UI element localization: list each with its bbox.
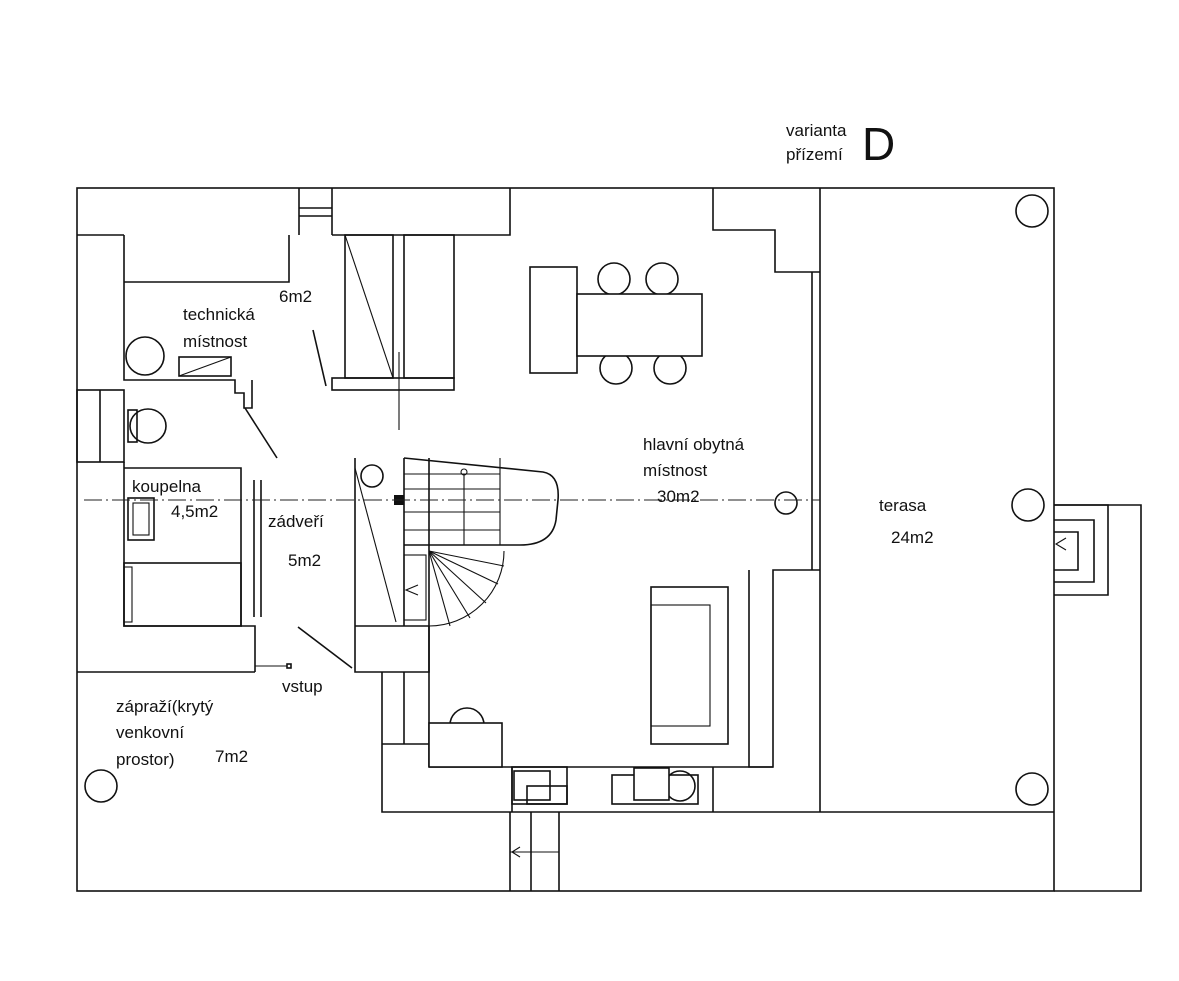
terrace-area: 24m2 — [891, 528, 934, 547]
terrace-details — [84, 194, 1109, 891]
furniture — [123, 262, 798, 805]
porch-name-2: venkovní — [116, 723, 184, 742]
living-name-2: místnost — [643, 461, 708, 480]
entry-label: vstup — [282, 677, 323, 696]
living-name-1: hlavní obytná — [643, 435, 745, 454]
tech-room-name-1: technická — [183, 305, 255, 324]
hall-area: 5m2 — [288, 551, 321, 570]
variant-label: varianta — [786, 121, 847, 140]
porch-name-1: zápraží(krytý — [116, 697, 214, 716]
terrace-name: terasa — [879, 496, 927, 515]
site-outline — [76, 187, 1142, 892]
porch-name-3: prostor) — [116, 750, 175, 769]
staircase — [360, 457, 560, 627]
door-swings — [244, 329, 397, 669]
bathroom-area: 4,5m2 — [171, 502, 218, 521]
tech-room-area: 6m2 — [279, 287, 312, 306]
room-labels: technická místnost 6m2 koupelna 4,5m2 zá… — [116, 287, 934, 769]
hall-name: zádveří — [268, 512, 324, 531]
tech-room-name-2: místnost — [183, 332, 248, 351]
bathroom-name: koupelna — [132, 477, 202, 496]
porch-area: 7m2 — [215, 747, 248, 766]
variant-letter: D — [862, 118, 895, 170]
living-area: 30m2 — [657, 487, 700, 506]
floor-label: přízemí — [786, 145, 843, 164]
